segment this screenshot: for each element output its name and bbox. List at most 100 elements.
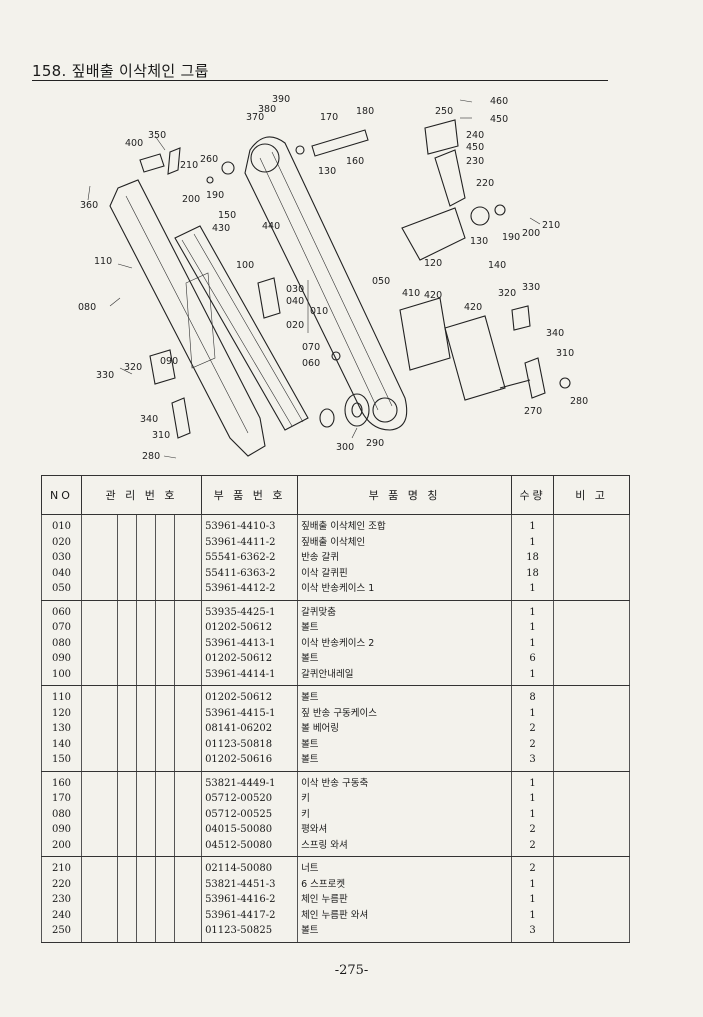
cell-empty: [173, 581, 203, 601]
cell-part-no: 53961-4414-1: [201, 666, 299, 686]
cell-empty: [173, 620, 203, 636]
cell-empty: [117, 581, 137, 601]
cell-empty: [173, 856, 203, 877]
cell-empty: [155, 806, 175, 822]
cell-name: 볼트: [297, 752, 513, 772]
cell-empty: [553, 736, 631, 752]
callout: 210: [542, 220, 560, 231]
cell-empty: [117, 892, 137, 908]
cell-empty: [173, 514, 203, 535]
cell-empty: [117, 550, 137, 566]
cell-name: 스프링 와셔: [297, 837, 513, 857]
cell-qty: 1: [511, 620, 555, 636]
cell-empty: [553, 892, 631, 908]
cell-empty: [173, 666, 203, 686]
cell-empty: [136, 581, 156, 601]
cell-empty: [553, 923, 631, 943]
cell-empty: [81, 550, 118, 566]
cell-empty: [155, 550, 175, 566]
callout: 270: [524, 406, 542, 417]
cell-empty: [117, 514, 137, 535]
cell-empty: [173, 923, 203, 943]
cell-empty: [81, 856, 118, 877]
cell-empty: [117, 856, 137, 877]
cell-part-no: 01202-50612: [201, 620, 299, 636]
cell-part-no: 05712-00520: [201, 791, 299, 807]
cell-no: 120: [41, 705, 82, 721]
cell-empty: [173, 651, 203, 667]
callout: 260: [200, 154, 218, 165]
cell-empty: [553, 752, 631, 772]
cell-empty: [553, 721, 631, 737]
cell-qty: 1: [511, 534, 555, 550]
callout: 230: [466, 156, 484, 167]
cell-part-no: 53961-4411-2: [201, 534, 299, 550]
cell-name: 볼트: [297, 620, 513, 636]
cell-empty: [553, 550, 631, 566]
cell-empty: [173, 907, 203, 923]
cell-empty: [136, 736, 156, 752]
cell-empty: [553, 907, 631, 923]
cell-name: 볼트: [297, 685, 513, 706]
cell-empty: [136, 565, 156, 581]
cell-qty: 2: [511, 822, 555, 838]
middle-small-parts-drawing: [257, 277, 341, 361]
col-qty: 수량: [511, 475, 555, 515]
cell-name: 반송 갈퀴: [297, 550, 513, 566]
title-rule: [32, 80, 608, 81]
cell-empty: [173, 534, 203, 550]
callout: 340: [546, 328, 564, 339]
cell-empty: [553, 791, 631, 807]
cell-empty: [81, 635, 118, 651]
cell-empty: [117, 620, 137, 636]
callout: 350: [148, 130, 166, 141]
cell-empty: [553, 876, 631, 892]
callout: 220: [476, 178, 494, 189]
cell-empty: [136, 600, 156, 620]
cell-name: 키: [297, 791, 513, 807]
cell-empty: [81, 705, 118, 721]
diagram-callouts: 390 380 370 170 180 250 460 450 350 400 …: [78, 94, 588, 462]
cell-empty: [553, 771, 631, 791]
cell-empty: [136, 892, 156, 908]
cell-name: 평와셔: [297, 822, 513, 838]
cell-empty: [81, 514, 118, 535]
cell-part-no: 53961-4416-2: [201, 892, 299, 908]
callout: 180: [356, 106, 374, 117]
cell-no: 210: [41, 856, 82, 877]
cell-no: 080: [41, 635, 82, 651]
cell-empty: [155, 620, 175, 636]
cell-empty: [81, 651, 118, 667]
cell-empty: [117, 666, 137, 686]
cell-empty: [117, 806, 137, 822]
cell-part-no: 53961-4415-1: [201, 705, 299, 721]
cell-name: 짚배출 이삭체인 조합: [297, 514, 513, 535]
callout: 420: [424, 290, 442, 301]
cell-empty: [117, 907, 137, 923]
cell-qty: 3: [511, 752, 555, 772]
callout: 290: [366, 438, 384, 449]
cell-no: 080: [41, 806, 82, 822]
cell-empty: [155, 534, 175, 550]
cell-empty: [173, 705, 203, 721]
cell-empty: [155, 923, 175, 943]
callout: 450: [466, 142, 484, 153]
cell-empty: [155, 876, 175, 892]
cell-empty: [136, 806, 156, 822]
callout: 400: [125, 138, 143, 149]
cell-empty: [136, 514, 156, 535]
cell-part-no: 05712-00525: [201, 806, 299, 822]
cell-empty: [81, 822, 118, 838]
cell-empty: [173, 550, 203, 566]
callout: 420: [464, 302, 482, 313]
cell-empty: [117, 822, 137, 838]
cell-empty: [117, 705, 137, 721]
cell-part-no: 08141-06202: [201, 721, 299, 737]
callout: 300: [336, 442, 354, 453]
cell-empty: [81, 806, 118, 822]
